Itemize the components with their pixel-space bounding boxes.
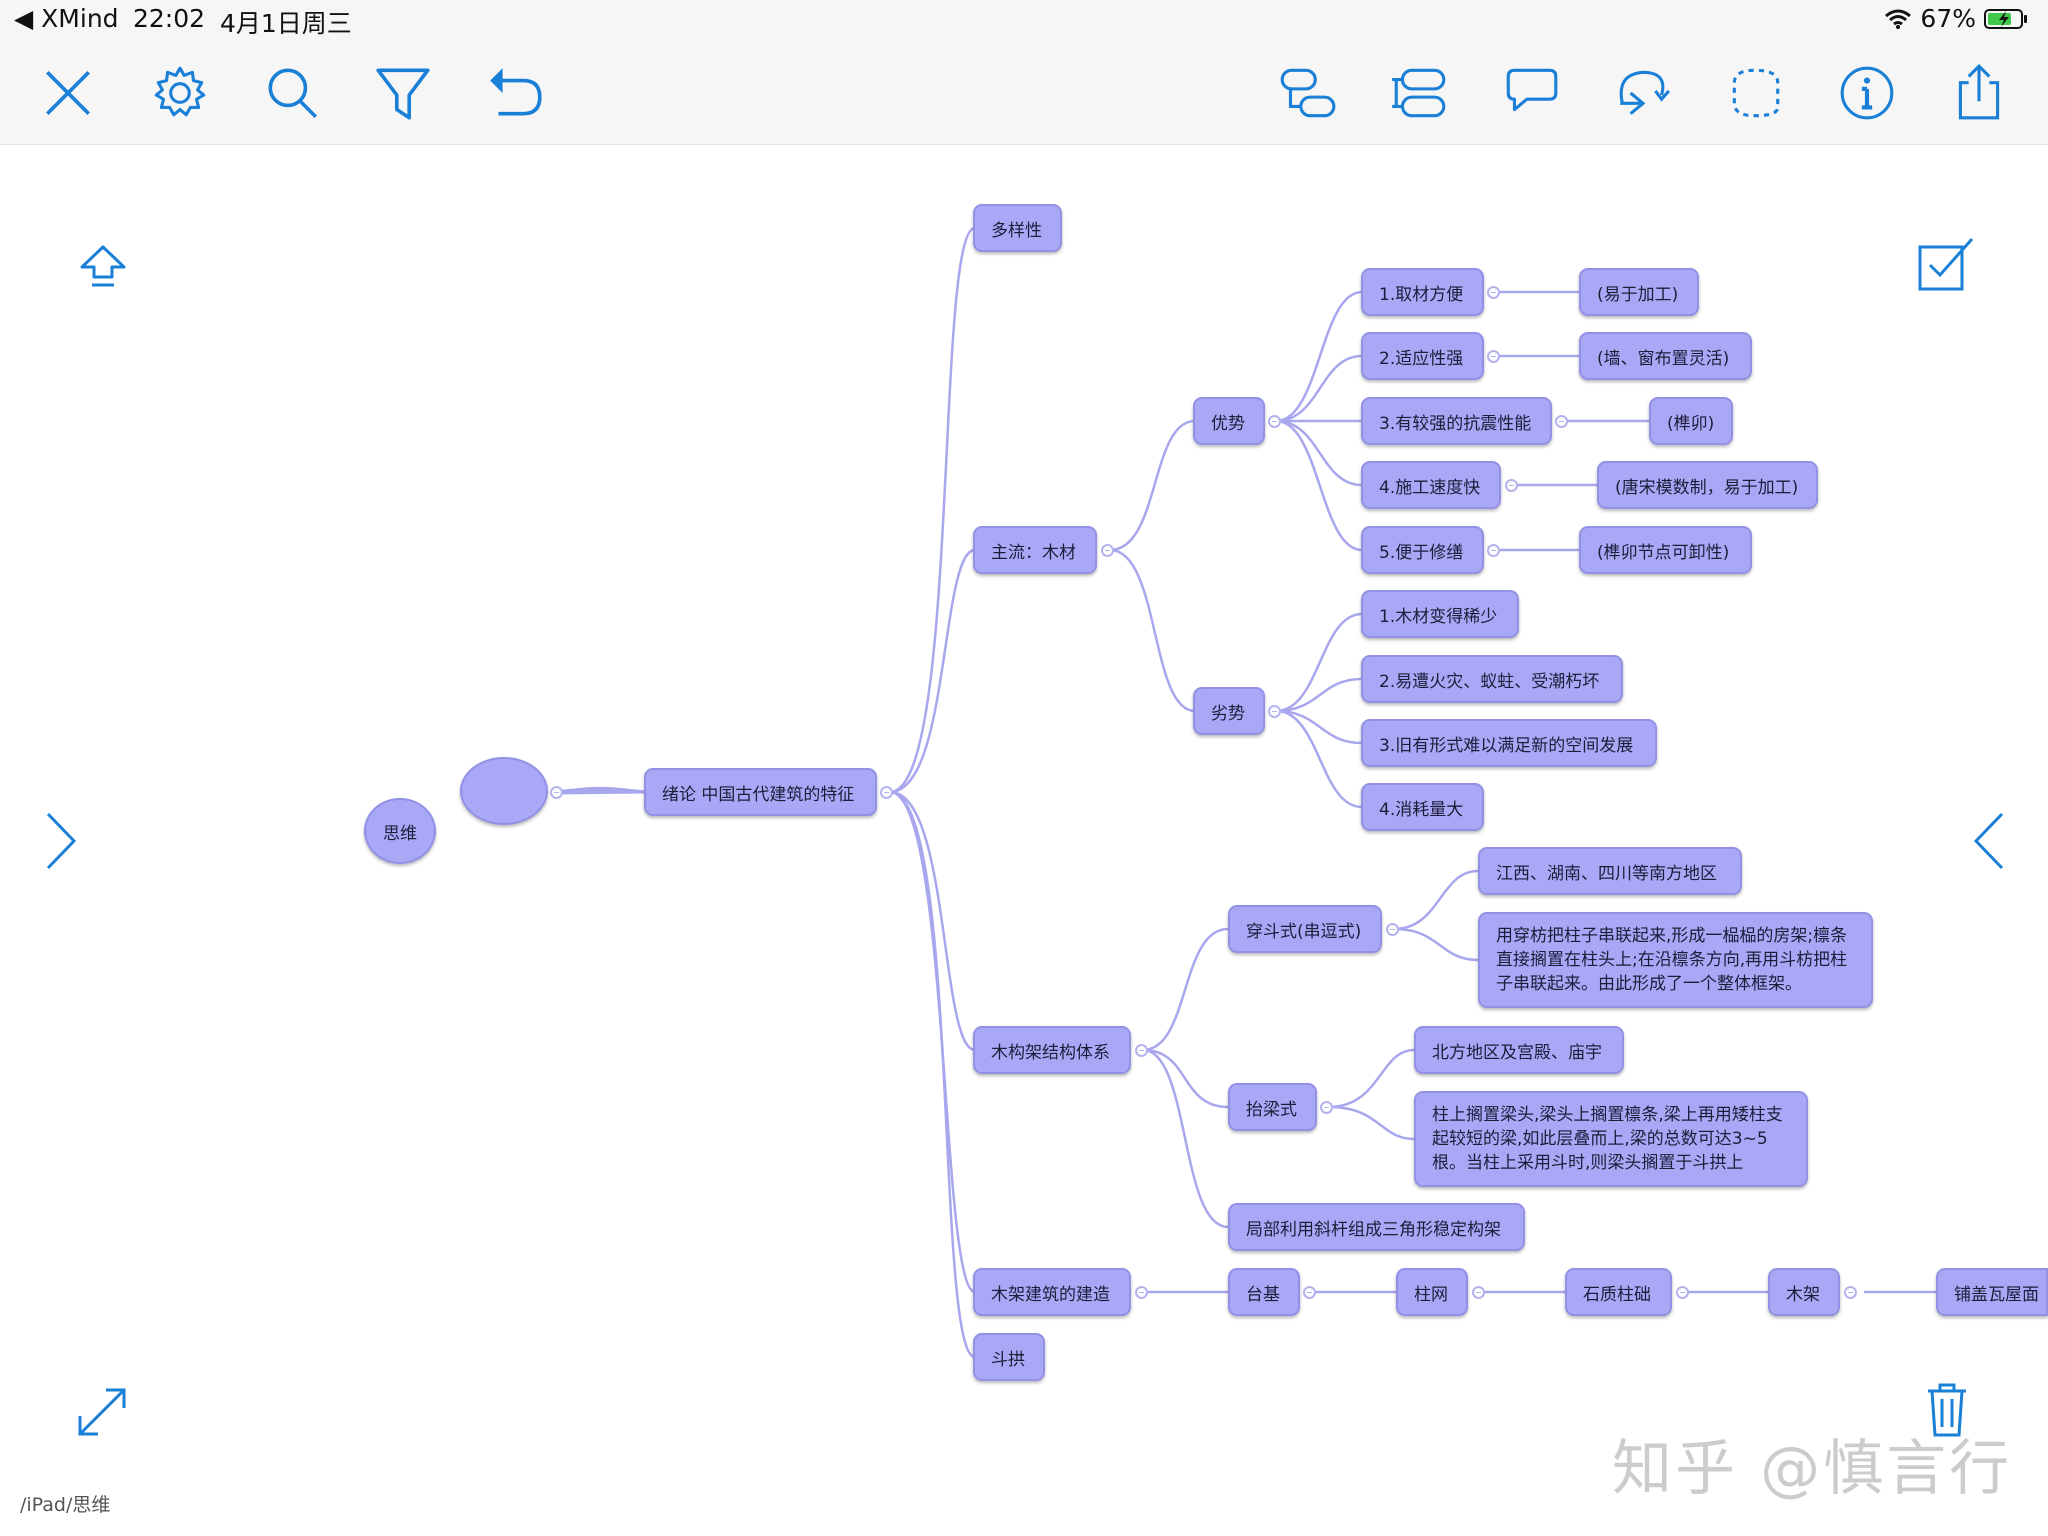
collapse-toggle[interactable] [1268,415,1281,428]
mindmap-connectors [554,226,1940,1359]
floating-topic[interactable]: 思维 [364,798,436,864]
collapse-toggle[interactable] [1135,1286,1148,1299]
collapse-toggle[interactable] [1505,479,1518,492]
collapse-toggle[interactable] [1472,1286,1485,1299]
status-date: 4月1日周三 [220,9,352,38]
disadvantage-item[interactable]: 2.易遭火灾、蚁蛀、受潮朽坏 [1361,655,1623,703]
file-path-label: /iPad/思维 [20,1494,111,1516]
tailiang-description[interactable]: 柱上搁置梁头,梁头上搁置檩条,梁上再用矮柱支起较短的梁,如此层叠而上,梁的总数可… [1414,1091,1808,1187]
root-topic[interactable]: 绪论 中国古代建筑的特征 [644,768,877,816]
collapse-toggle[interactable] [1303,1286,1316,1299]
topic-tailiang[interactable]: 抬梁式 [1228,1083,1317,1131]
expand-right-icon[interactable] [44,810,80,872]
toolbar [0,40,2048,145]
fullscreen-icon[interactable] [76,1386,128,1438]
add-callout-icon[interactable] [1496,58,1566,128]
checkbox-icon[interactable] [1916,235,1976,295]
trash-icon[interactable] [1924,1381,1970,1439]
central-topic-blank[interactable] [460,757,548,825]
collapse-toggle[interactable] [1676,1286,1689,1299]
collapse-toggle[interactable] [1487,350,1500,363]
watermark: 知乎 @慎言行 [1612,1434,2013,1504]
disadvantage-item[interactable]: 1.木材变得稀少 [1361,590,1519,638]
collapse-left-icon[interactable] [1970,810,2006,872]
collapse-toggle[interactable] [1487,544,1500,557]
topic-construction[interactable]: 木架建筑的建造 [973,1268,1131,1316]
advantage-item[interactable]: 3.有较强的抗震性能 [1361,397,1552,445]
back-to-app-link[interactable]: ◀ XMind [14,4,119,33]
add-topic-icon[interactable] [1272,58,1342,128]
topic-diversity[interactable]: 多样性 [973,204,1062,252]
chuandou-description[interactable]: 用穿枋把柱子串联起来,形成一榀榀的房架;檩条直接搁置在柱头上;在沿檩条方向,再用… [1478,912,1873,1008]
topic-partial-bracing[interactable]: 局部利用斜杆组成三角形稳定构架 [1228,1203,1525,1251]
topic-timber-frame[interactable]: 木构架结构体系 [973,1026,1131,1074]
search-icon[interactable] [257,58,327,128]
wifi-icon [1885,9,1912,29]
collapse-toggle[interactable] [1135,1044,1148,1057]
filter-icon[interactable] [368,58,438,128]
collapse-toggle[interactable] [1844,1286,1857,1299]
close-icon[interactable] [33,58,103,128]
topic-advantages[interactable]: 优势 [1193,397,1265,445]
add-subtopic-icon[interactable] [1384,58,1454,128]
advantage-item[interactable]: 4.施工速度快 [1361,461,1501,509]
collapse-toggle[interactable] [1101,544,1114,557]
construction-step[interactable]: 台基 [1228,1268,1300,1316]
status-right: 67% [1884,4,2028,33]
collapse-toggle[interactable] [1555,415,1568,428]
topic-disadvantages[interactable]: 劣势 [1193,687,1265,735]
topic-dougong[interactable]: 斗拱 [973,1333,1045,1381]
construction-step[interactable]: 木架 [1768,1268,1840,1316]
collapse-toggle[interactable] [1487,286,1500,299]
undo-icon[interactable] [480,58,550,128]
add-boundary-icon[interactable] [1720,58,1790,128]
disadvantage-item[interactable]: 4.消耗量大 [1361,783,1484,831]
advantage-note[interactable]: (榫卯) [1649,397,1733,445]
mindmap-canvas[interactable]: 思维 绪论 中国古代建筑的特征 多样性 主流：木材 优势 1.取材方便 (易于加… [0,145,2048,1536]
collapse-toggle[interactable] [880,786,893,799]
construction-step[interactable]: 柱网 [1396,1268,1468,1316]
advantage-note[interactable]: (墙、窗布置灵活) [1579,332,1752,380]
topic-chuandou[interactable]: 穿斗式(串逗式) [1228,905,1382,953]
advantage-note[interactable]: (易于加工) [1579,268,1699,316]
advantage-item[interactable]: 1.取材方便 [1361,268,1484,316]
battery-percent: 67% [1920,4,1976,33]
add-relationship-icon[interactable] [1608,58,1678,128]
status-bar: ◀ XMind 22:02 4月1日周三 67% [0,0,2048,40]
collapse-toggle[interactable] [1268,705,1281,718]
advantage-item[interactable]: 5.便于修缮 [1361,526,1484,574]
collapse-toggle[interactable] [1386,923,1399,936]
construction-step[interactable]: 铺盖瓦屋面 [1936,1268,2048,1316]
chuandou-region[interactable]: 江西、湖南、四川等南方地区 [1478,847,1742,895]
collapse-toggle[interactable] [550,786,563,799]
advantage-item[interactable]: 2.适应性强 [1361,332,1484,380]
collapse-toggle[interactable] [1320,1101,1333,1114]
status-time: 22:02 [133,4,206,33]
disadvantage-item[interactable]: 3.旧有形式难以满足新的空间发展 [1361,719,1657,767]
info-icon[interactable] [1832,58,1902,128]
construction-step[interactable]: 石质柱础 [1565,1268,1672,1316]
battery-charging-icon [1984,8,2027,29]
tailiang-region[interactable]: 北方地区及宫殿、庙宇 [1414,1026,1624,1074]
advantage-note[interactable]: (榫卯节点可卸性) [1579,526,1752,574]
topic-wood[interactable]: 主流：木材 [973,526,1097,574]
move-up-icon[interactable] [78,245,128,289]
share-icon[interactable] [1944,58,2014,128]
advantage-note[interactable]: (唐宋模数制，易于加工) [1597,461,1818,509]
settings-gear-icon[interactable] [145,58,215,128]
